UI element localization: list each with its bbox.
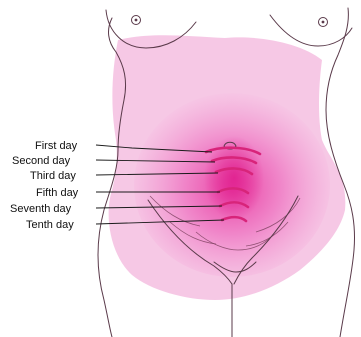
label-third-day: Third day (30, 170, 76, 182)
label-tenth-day: Tenth day (26, 219, 74, 231)
right-areola-dot (322, 21, 325, 24)
left-areola-dot (135, 19, 138, 22)
label-second-day: Second day (12, 155, 71, 167)
label-fifth-day: Fifth day (36, 187, 79, 199)
label-first-day: First day (35, 140, 78, 152)
label-seventh-day: Seventh day (10, 203, 72, 215)
